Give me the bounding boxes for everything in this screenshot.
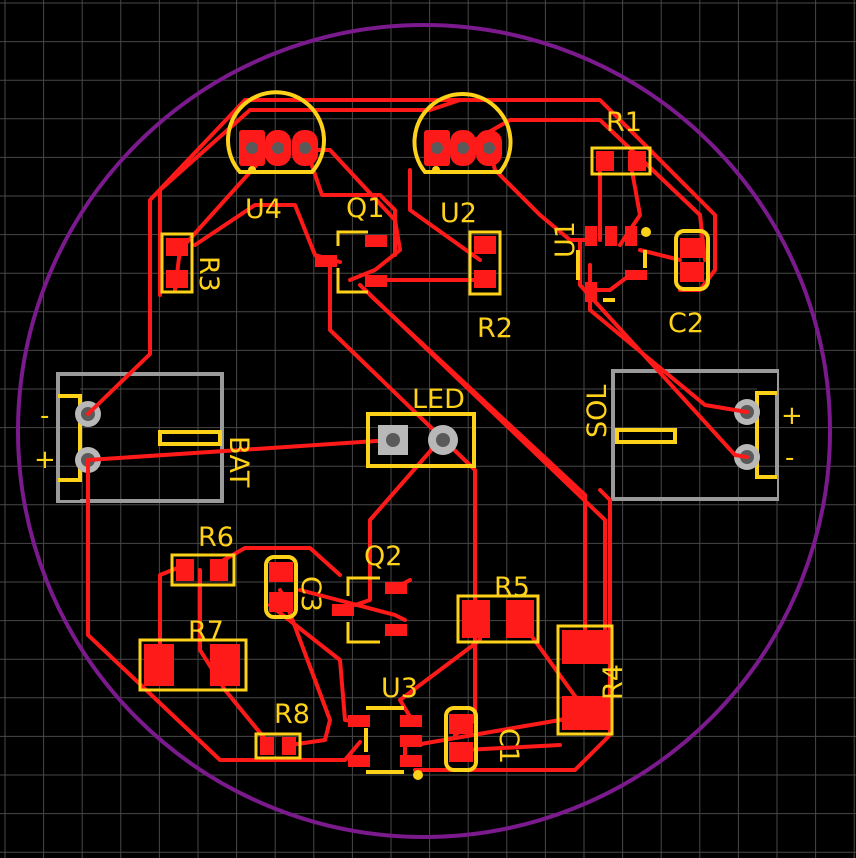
r1-resistor[interactable] [590,146,652,176]
label-c2: C2 [668,308,704,339]
r2-resistor[interactable] [468,230,502,296]
copper-traces [86,98,749,772]
r4-resistor[interactable] [556,624,614,736]
u2-regulator[interactable] [412,92,513,174]
label-c3: C3 [295,576,326,612]
c2-capacitor[interactable] [674,229,710,291]
label-r5: R5 [494,572,530,603]
label-u2: U2 [440,198,477,229]
sol-plus-label: + [781,401,803,431]
bat-plus-label: + [34,445,56,475]
u3-ic[interactable] [348,706,423,780]
label-u4: U4 [245,194,282,225]
label-u1: U1 [550,221,581,258]
bat-connector[interactable] [56,372,224,503]
r7-resistor[interactable] [138,638,248,692]
label-r4: R4 [598,664,629,700]
c1-capacitor[interactable] [444,706,478,772]
sol-connector[interactable] [611,369,779,501]
led-connector[interactable] [366,412,476,468]
sol-minus-label: - [785,443,794,473]
board-outline [16,23,832,839]
r5-resistor[interactable] [456,594,540,644]
label-r1: R1 [606,107,642,138]
r3-resistor[interactable] [160,232,194,294]
label-r7: R7 [188,616,224,647]
c3-capacitor[interactable] [264,555,298,619]
u4-regulator[interactable] [226,90,326,174]
q1-transistor[interactable] [315,230,387,294]
r8-resistor[interactable] [254,732,302,760]
label-q2: Q2 [364,541,402,572]
label-c1: C1 [493,728,524,764]
label-led: LED [412,384,465,415]
label-u3: U3 [381,673,418,704]
label-r3: R3 [193,256,224,292]
label-bat: BAT [223,436,254,488]
label-q1: Q1 [346,193,384,224]
u1-ic[interactable] [576,226,651,302]
label-sol: SOL [582,385,613,438]
label-r2: R2 [477,313,513,344]
bat-minus-label: - [40,401,49,431]
label-r8: R8 [274,699,310,730]
label-r6: R6 [198,522,234,553]
r6-resistor[interactable] [170,553,236,587]
q2-transistor[interactable] [332,576,407,644]
